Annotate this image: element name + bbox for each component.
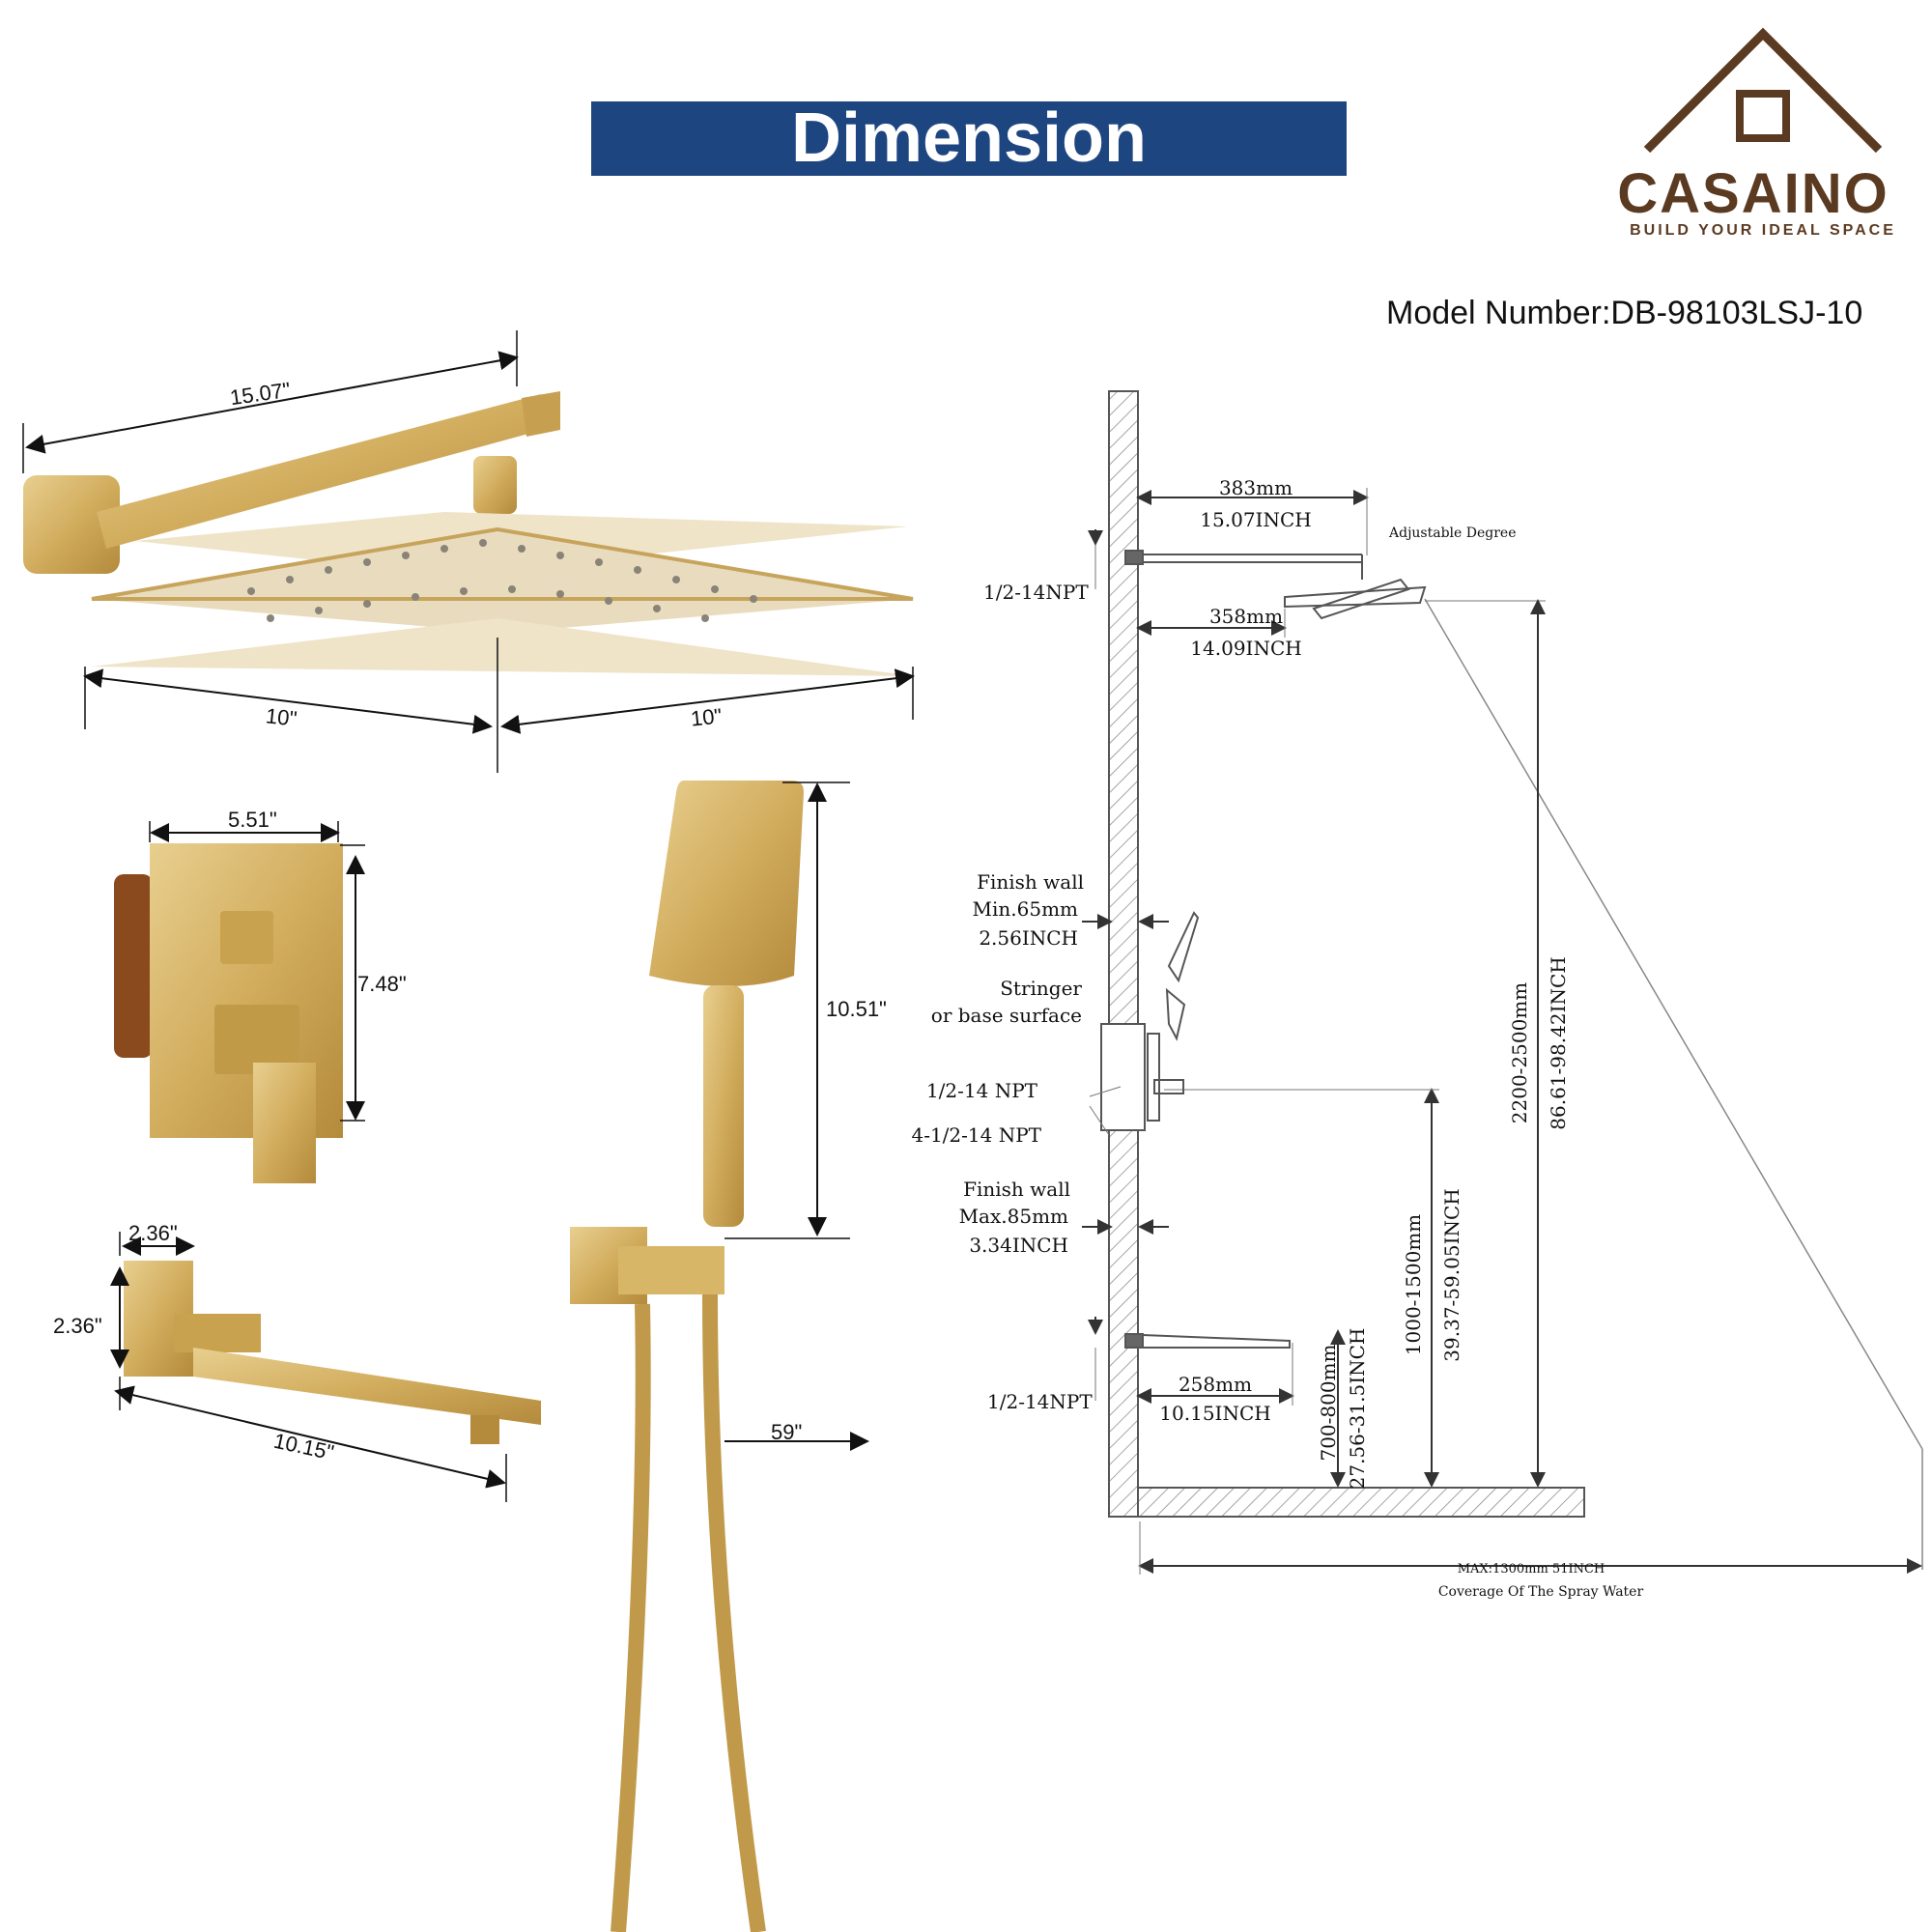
brand-logo: CASAINO BUILD YOUR IDEAL SPACE: [1608, 24, 1918, 246]
height-head-mm-label: 2200-2500mm: [1508, 982, 1531, 1124]
page-title: Dimension: [790, 99, 1148, 177]
height-spout-inch-label: 27.56-31.5INCH: [1346, 1328, 1369, 1490]
npt-bottom-label: 1/2-14NPT: [987, 1390, 1093, 1413]
logo-tagline: BUILD YOUR IDEAL SPACE: [1630, 222, 1896, 239]
npt-top-label: 1/2-14NPT: [983, 581, 1089, 604]
npt-mid-label: 1/2-14 NPT: [926, 1079, 1038, 1102]
handheld-height-label: 10.51": [826, 997, 887, 1021]
finish-max-line3: 3.34INCH: [969, 1234, 1068, 1257]
arm-inch-label: 15.07INCH: [1200, 508, 1311, 531]
plate-width-label: 5.51": [228, 808, 277, 832]
spout-inch-label: 10.15INCH: [1159, 1402, 1270, 1425]
house-roof-icon: [1643, 27, 1883, 154]
finish-min-line2: Min.65mm: [973, 897, 1079, 921]
finish-min-line3: 2.56INCH: [979, 926, 1078, 950]
product-photos: [22, 330, 915, 1932]
spout-mm-label: 258mm: [1179, 1373, 1252, 1396]
logo-wordmark: CASAINO: [1617, 162, 1889, 225]
spout-width-label: 2.36": [128, 1221, 178, 1245]
spout-height-label: 2.36": [53, 1314, 102, 1338]
finish-max-line1: Finish wall: [963, 1178, 1070, 1201]
height-head-inch-label: 86.61-98.42INCH: [1547, 956, 1570, 1129]
adjustable-label: Adjustable Degree: [1388, 526, 1517, 541]
coverage-max-label: MAX:1300mm 51INCH: [1458, 1562, 1605, 1577]
finish-min-line1: Finish wall: [977, 870, 1084, 894]
npt-mid4-label: 4-1/2-14 NPT: [911, 1123, 1041, 1147]
finish-max-line2: Max.85mm: [959, 1205, 1068, 1228]
head-inch-label: 14.09INCH: [1190, 637, 1301, 660]
page-title-banner: Dimension: [591, 101, 1347, 176]
mixing-valve-trim: [114, 843, 343, 1183]
stringer-line2: or base surface: [931, 1004, 1082, 1027]
coverage-label: Coverage Of The Spray Water: [1438, 1584, 1644, 1600]
arm-mm-label: 383mm: [1219, 476, 1293, 499]
height-valve-mm-label: 1000-1500mm: [1402, 1214, 1425, 1356]
height-valve-inch-label: 39.37-59.05INCH: [1440, 1188, 1463, 1361]
height-spout-mm-label: 700-800mm: [1317, 1344, 1340, 1461]
model-number: Model Number:DB-98103LSJ-10: [1386, 295, 1863, 331]
hose-length-label: 59": [771, 1420, 803, 1444]
handheld-shower: [570, 781, 804, 1932]
plate-height-label: 7.48": [357, 972, 407, 996]
wall-section: [1108, 390, 1585, 1518]
stringer-line1: Stringer: [1000, 977, 1082, 1000]
head-mm-label: 358mm: [1209, 605, 1283, 628]
